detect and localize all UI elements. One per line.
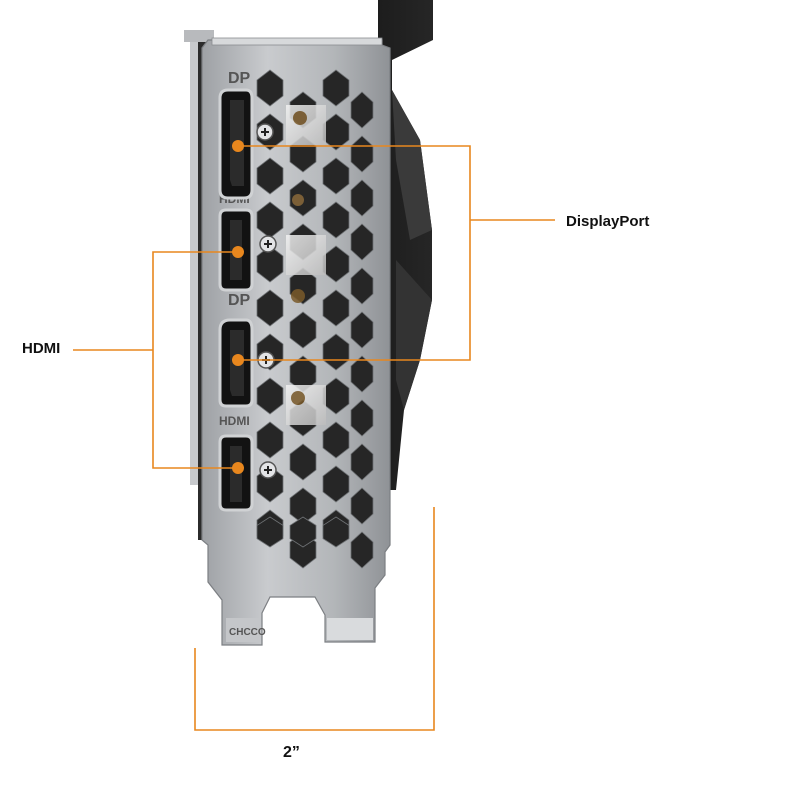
screw-icon	[259, 235, 277, 253]
hdmi-callout-dot	[232, 246, 244, 258]
vent-hole	[350, 91, 374, 129]
fan-through-vents	[286, 105, 326, 425]
vent-hole	[322, 69, 350, 107]
vent-hole	[256, 421, 284, 459]
hdmi-callout-dot	[232, 462, 244, 474]
vent-hole	[322, 516, 350, 548]
vent-hole	[322, 289, 350, 327]
displayport-callout-line	[238, 145, 471, 361]
vent-holes	[256, 69, 374, 569]
vent-hole	[256, 157, 284, 195]
hdmi-callout-line	[152, 251, 238, 469]
vent-hole	[350, 443, 374, 481]
vent-hole	[322, 201, 350, 239]
vent-hole	[322, 465, 350, 503]
bracket-tab-marking: CHCCO	[229, 627, 266, 638]
hdmi-label: HDMI	[22, 340, 61, 357]
vent-hole	[256, 516, 284, 548]
vent-hole	[322, 157, 350, 195]
vent-hole	[350, 487, 374, 525]
bracket-top-fold	[211, 37, 383, 46]
vent-hole	[289, 355, 317, 393]
vent-hole	[350, 135, 374, 173]
vent-hole	[322, 421, 350, 459]
width-dimension-label: 2”	[283, 744, 300, 761]
port-marking-hdmi-bottom: HDMI	[219, 414, 250, 428]
vent-hole	[350, 223, 374, 261]
vent-hole	[350, 311, 374, 349]
port-marking-dp-top: DP	[228, 70, 251, 87]
vent-hole	[256, 69, 284, 107]
vent-hole	[256, 201, 284, 239]
pcb-edge	[190, 40, 198, 485]
vent-hole	[350, 267, 374, 305]
displayport-label: DisplayPort	[566, 213, 650, 230]
port-marking-dp-bottom: DP	[228, 292, 251, 309]
card-shroud-facet	[396, 260, 432, 410]
vent-hole	[256, 377, 284, 415]
vent-hole	[289, 443, 317, 481]
vent-hole	[350, 399, 374, 437]
width-dimension-bracket	[194, 507, 435, 731]
screw-icon	[259, 461, 277, 479]
vent-hole	[350, 531, 374, 569]
vent-hole	[289, 487, 317, 525]
vent-hole	[350, 355, 374, 393]
vent-hole	[350, 179, 374, 217]
displayport-callout-dot	[232, 140, 244, 152]
displayport-callout-dot	[232, 354, 244, 366]
vent-hole	[289, 311, 317, 349]
screw-icon	[256, 123, 274, 141]
vent-hole	[256, 289, 284, 327]
vent-hole	[289, 516, 317, 548]
card-shroud-facet	[392, 90, 432, 240]
